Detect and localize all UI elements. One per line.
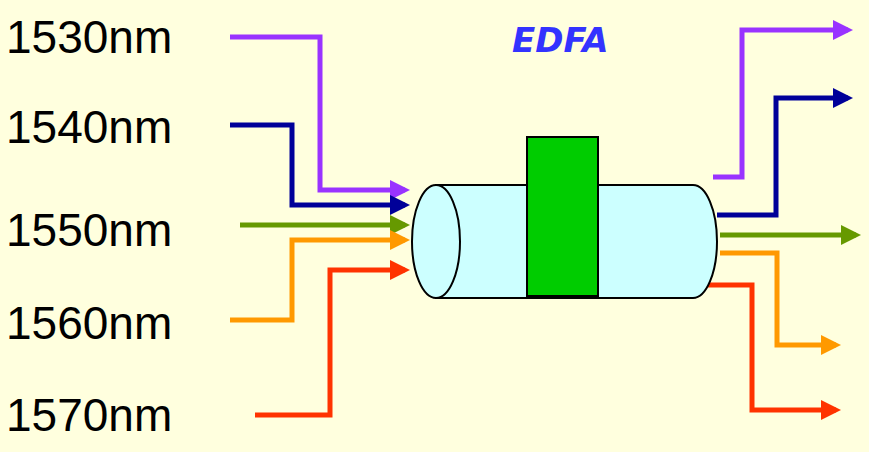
output-line: [717, 98, 848, 215]
cylinder-end: [412, 185, 460, 298]
pump-block: [527, 137, 598, 296]
amplifier-cylinder: EDFA: [405, 132, 723, 302]
input-line: [230, 240, 405, 320]
wavelength-label: 1540nm: [6, 104, 172, 150]
wavelength-label: 1570nm: [6, 392, 172, 438]
output-line: [720, 233, 856, 238]
amplifier-label: EDFA: [512, 23, 609, 57]
output-line: [713, 30, 848, 177]
cylinder-outline: [405, 132, 723, 302]
wavelength-label: 1530nm: [6, 14, 172, 60]
output-line: [708, 285, 836, 410]
input-line: [230, 125, 405, 205]
input-line: [240, 223, 405, 228]
output-line: [720, 253, 836, 345]
wavelength-label: 1560nm: [6, 300, 172, 346]
input-line: [255, 270, 405, 415]
input-line: [230, 37, 405, 190]
wavelength-label: 1550nm: [6, 207, 172, 253]
